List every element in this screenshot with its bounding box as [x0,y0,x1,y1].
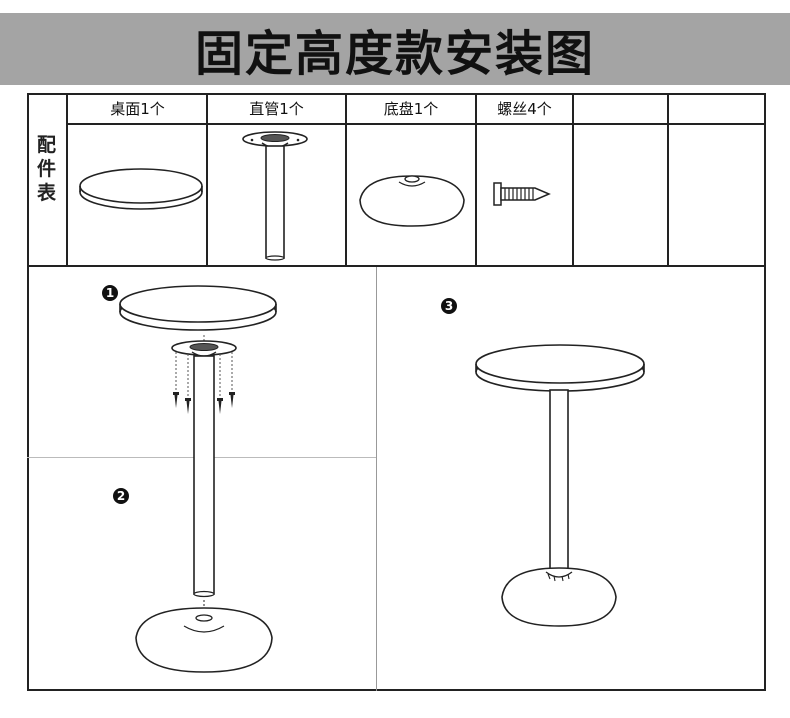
table-divider [206,93,208,267]
part-header-tabletop: 桌面1个 [68,93,207,125]
step-3-number: 3 [445,299,453,313]
parts-label-char: 配 [36,134,56,156]
panel-divider [376,267,377,691]
exploded-assembly-drawing [119,285,277,673]
parts-list-label: 配 件 表 [27,93,68,267]
assembled-base [501,567,617,627]
assembled-tabletop [475,344,645,392]
base-icon [359,175,465,227]
step-3-marker: 3 [441,298,457,314]
table-divider [667,93,669,267]
parts-label-char: 表 [36,182,56,204]
parts-table [27,93,766,267]
page-title: 固定高度款安装图 [194,26,595,82]
table-divider [572,93,574,267]
screw-icon [493,182,551,206]
assembled-table-drawing [475,344,645,627]
tube-part [193,355,215,598]
title-banner: 固定高度款安装图 [0,13,790,85]
part-header-tube: 直管1个 [207,93,346,125]
part-header-screw: 螺丝4个 [476,93,573,125]
part-header-empty [573,93,668,125]
assembled-tube [549,389,569,575]
part-header-empty [668,93,766,125]
step-1-number: 1 [106,286,114,300]
tube-flange-part [171,340,237,357]
tabletop-icon [79,168,203,210]
tabletop-part [119,285,277,331]
table-divider [475,93,477,267]
parts-label-char: 件 [36,158,56,180]
step-2-marker: 2 [113,488,129,504]
screw-part [173,392,235,414]
table-divider [345,93,347,267]
base-part [135,607,273,673]
assembly-panel [27,267,766,691]
tube-icon [242,131,308,261]
part-header-base: 底盘1个 [346,93,476,125]
step-2-number: 2 [117,489,125,503]
step-1-marker: 1 [102,285,118,301]
